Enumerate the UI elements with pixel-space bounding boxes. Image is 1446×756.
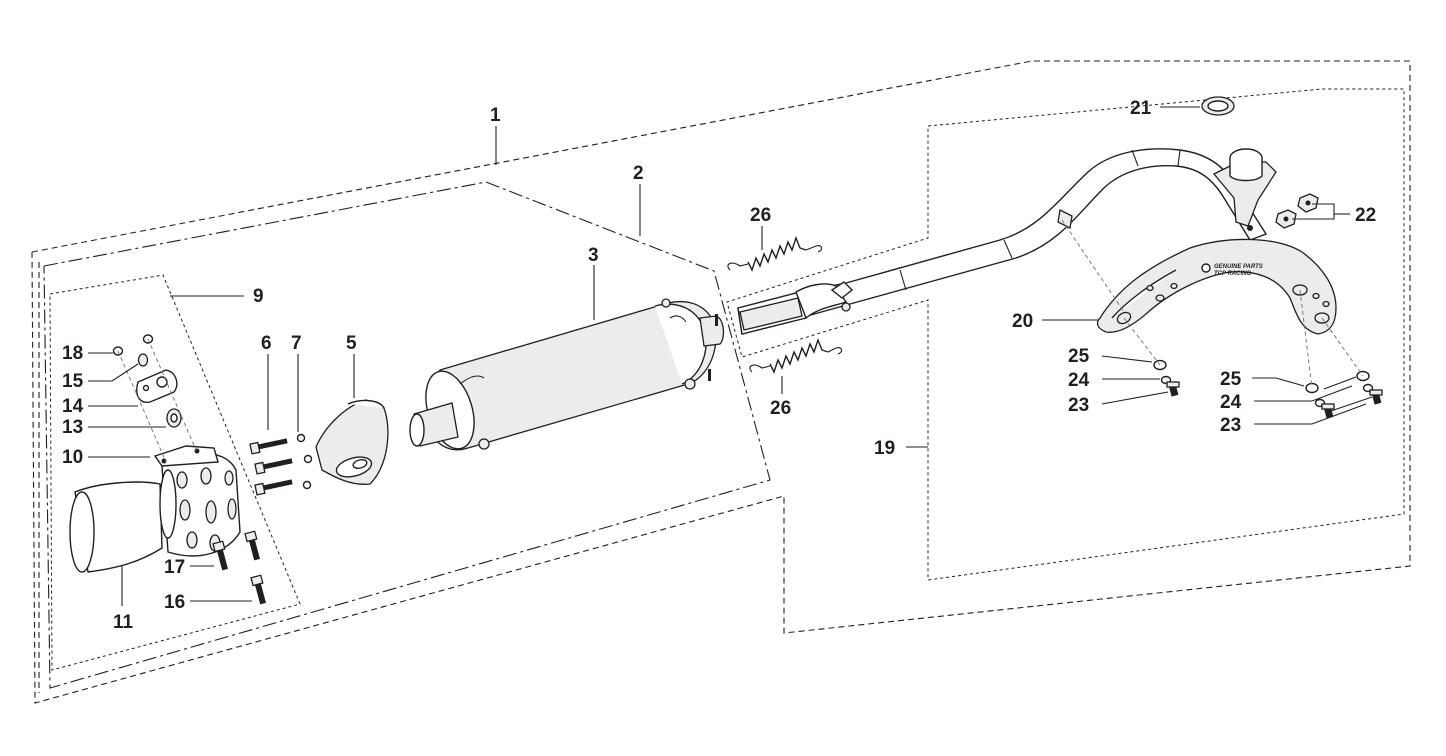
group-19-frame — [726, 88, 1405, 581]
callout-3: 3 — [588, 245, 599, 266]
callout-21: 21 — [1130, 98, 1152, 119]
callout-16: 16 — [164, 592, 185, 613]
cap-bolts — [249, 438, 293, 496]
callout-25-right: 25 — [1220, 369, 1242, 390]
muffler — [409, 298, 725, 451]
callout-15: 15 — [62, 371, 84, 392]
callout-20: 20 — [1012, 311, 1033, 332]
heat-shield-hardware-right — [1305, 370, 1383, 419]
nuts-22 — [1275, 193, 1319, 229]
callout-17: 17 — [164, 557, 185, 578]
header-pipe — [737, 148, 1277, 335]
callout-18: 18 — [62, 343, 83, 364]
small-hardware-15-18 — [112, 334, 154, 367]
callout-7: 7 — [291, 333, 302, 354]
callout-10: 10 — [62, 447, 83, 468]
heat-shield: GENUINE PARTS TCP RACING — [1096, 238, 1337, 335]
leader-lines — [88, 106, 1373, 606]
callout-25-left: 25 — [1068, 346, 1090, 367]
group-1-frame — [31, 60, 1411, 704]
callout-19: 19 — [874, 438, 895, 459]
callout-13: 13 — [62, 417, 83, 438]
callout-1: 1 — [490, 105, 501, 126]
callout-24-right: 24 — [1220, 392, 1242, 413]
callout-22: 22 — [1355, 205, 1376, 226]
cap-washers — [296, 433, 313, 490]
bolts-16-17 — [212, 530, 267, 605]
spring-upper — [727, 235, 823, 272]
callout-6: 6 — [261, 333, 272, 354]
callout-labels: 1 2 3 5 6 7 9 10 11 13 14 15 16 17 18 19… — [62, 98, 1376, 633]
callout-26-lower: 26 — [770, 398, 791, 419]
callout-23-left: 23 — [1068, 395, 1089, 416]
bracket-14 — [136, 369, 178, 403]
callout-5: 5 — [346, 333, 357, 354]
group-2-frame — [43, 181, 771, 689]
callout-14: 14 — [62, 396, 84, 417]
spacer-13 — [166, 408, 182, 428]
callout-23-right: 23 — [1220, 415, 1241, 436]
gasket-21 — [1201, 96, 1235, 116]
heat-shield-centerlines — [1061, 219, 1364, 389]
spring-lower — [749, 337, 843, 374]
heat-shield-hardware-left — [1153, 359, 1180, 397]
end-cap — [315, 399, 389, 485]
callout-2: 2 — [633, 163, 644, 184]
sleeve-11 — [69, 481, 163, 573]
callout-9: 9 — [253, 286, 264, 307]
callout-26-upper: 26 — [750, 205, 771, 226]
heat-shield-brand-line-2: TCP RACING — [1214, 271, 1251, 277]
heat-shield-brand-line-1: GENUINE PARTS — [1214, 264, 1263, 270]
callout-24-left: 24 — [1068, 370, 1090, 391]
callout-11: 11 — [113, 612, 134, 633]
group-9-centerlines — [117, 338, 197, 463]
guard-10 — [153, 445, 241, 557]
group-9-frame — [49, 274, 301, 671]
